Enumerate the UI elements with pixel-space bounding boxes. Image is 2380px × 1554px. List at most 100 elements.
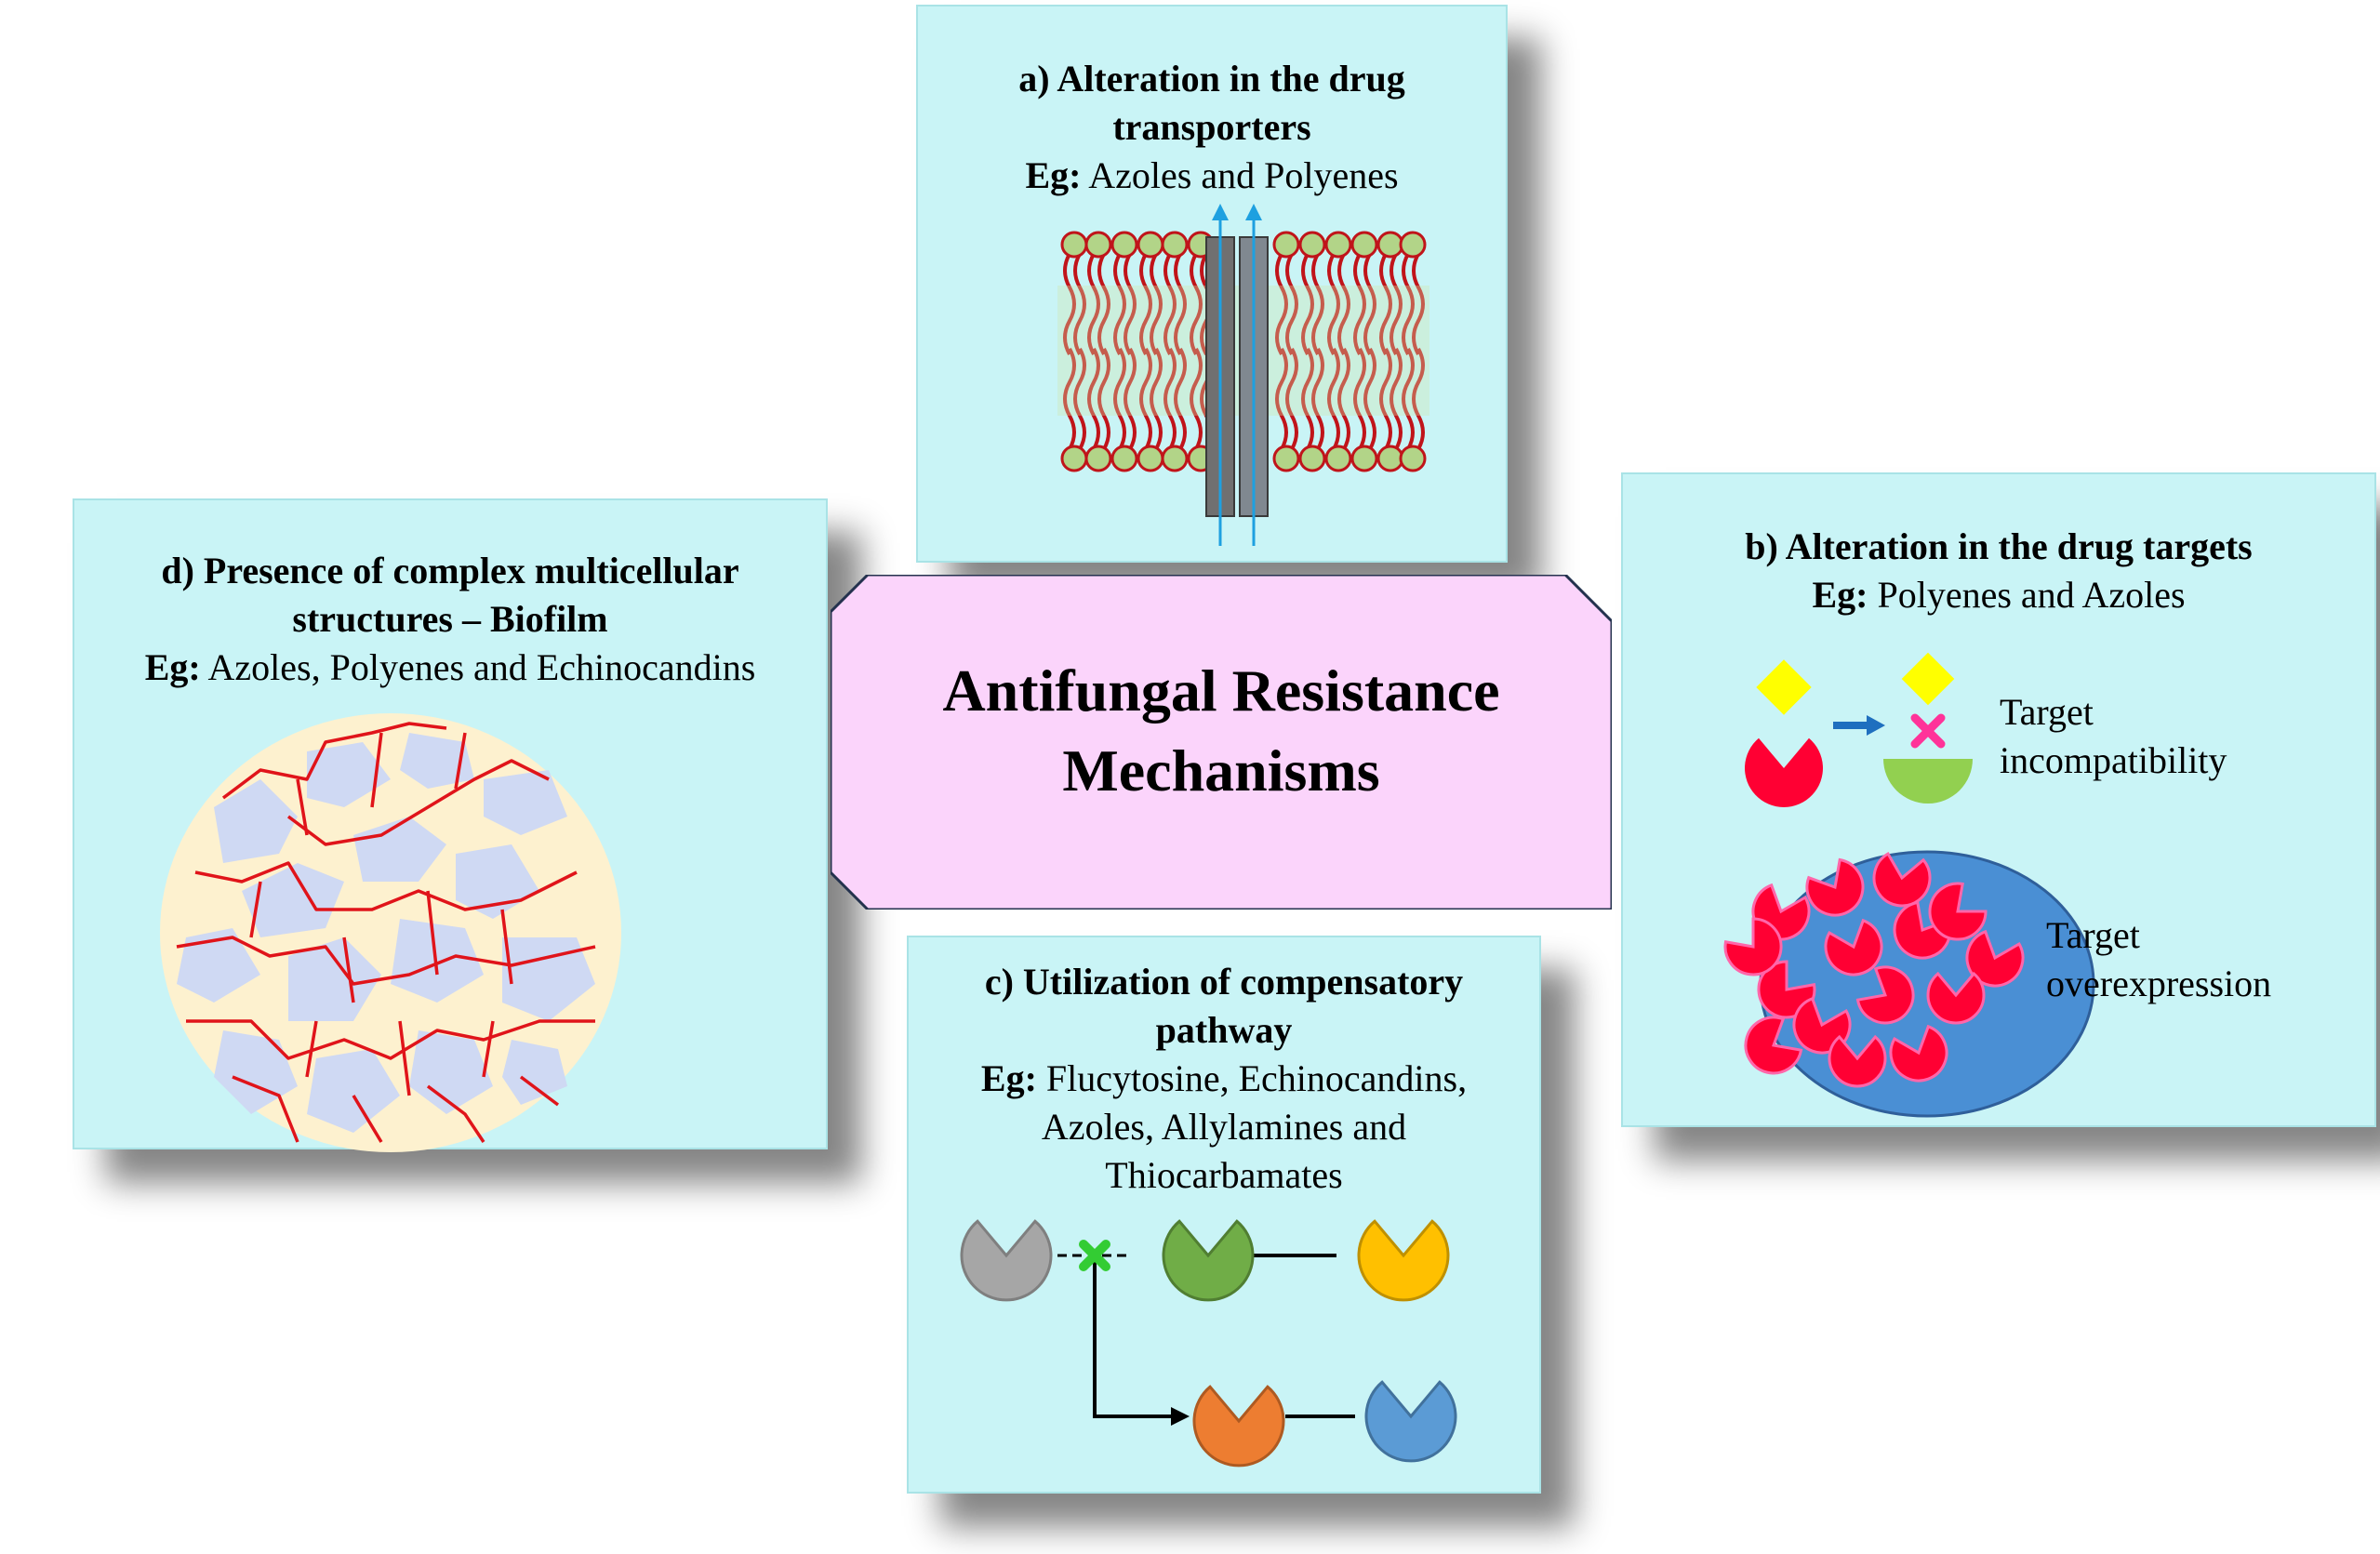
- ligand-diamond: [1756, 659, 1812, 715]
- blocked-cross: [1079, 1240, 1110, 1271]
- lipid-tail: [1337, 253, 1350, 355]
- target-overexpressed: [1965, 929, 2025, 988]
- biofilm-boundary: [186, 1019, 595, 1060]
- biofilm-boundary: [232, 1075, 560, 1143]
- lipid-tail: [1087, 348, 1100, 450]
- compensatory-link: [1093, 1255, 1175, 1418]
- biofilm-boundary: [286, 759, 550, 846]
- target-alteration-illustration: [1723, 652, 2095, 1118]
- lipid-tail: [1163, 253, 1177, 355]
- pathway-step-gray: [960, 1219, 1053, 1302]
- panel-a-eg-text: Azoles and Polyenes: [1081, 154, 1399, 196]
- compensatory-arrow-head: [1171, 1407, 1190, 1426]
- target-overexpressed: [1824, 918, 1883, 976]
- biofilm-boundary: [176, 936, 596, 986]
- panel-d-title-line2: structures – Biofilm: [292, 598, 608, 640]
- lipid-tail: [1063, 253, 1076, 355]
- lipid-tail: [1073, 348, 1086, 450]
- target-overexpressed: [1872, 851, 1932, 908]
- biofilm-cell: [409, 1030, 493, 1114]
- biofilm-cell: [242, 863, 344, 937]
- lipid-tail: [1363, 253, 1376, 355]
- center-title-box: [831, 575, 1612, 910]
- lipid-tail: [1353, 253, 1366, 355]
- target-overexpression-line1: Target: [2046, 914, 2140, 956]
- panel-a-example: Eg: Azoles and Polyenes: [918, 152, 1506, 200]
- lipid-head: [1350, 445, 1378, 472]
- target-overexpressed: [1855, 965, 1915, 1025]
- target-altered-green: [1883, 759, 1973, 804]
- lipid-head: [1137, 445, 1164, 472]
- arrow-head: [1867, 715, 1885, 736]
- ligand-diamond: [1901, 652, 1955, 706]
- biofilm-cell: [307, 1049, 400, 1133]
- lipid-tail: [1190, 348, 1203, 450]
- center-title: Antifungal Resistance Mechanisms: [831, 651, 1612, 811]
- biofilm-cell: [307, 742, 391, 807]
- lipid-tail: [1402, 253, 1415, 355]
- incompatibility-cross: [1910, 713, 1946, 749]
- lipid-tail: [1124, 348, 1137, 450]
- panel-d-text: d) Presence of complex multicellular str…: [74, 547, 826, 692]
- lipid-head: [1060, 445, 1088, 472]
- target-incompatibility-label: Target incompatibility: [2000, 688, 2227, 785]
- target-overexpression-line2: overexpression: [2046, 963, 2272, 1004]
- lipid-tail: [1311, 253, 1324, 355]
- target-incompatibility-line1: Target: [2000, 691, 2094, 733]
- panel-c-eg-prefix: Eg:: [980, 1057, 1037, 1099]
- target-overexpressed: [1828, 1034, 1887, 1088]
- biofilm-boundary: [194, 861, 578, 911]
- lipid-tail: [1139, 348, 1152, 450]
- lipid-head: [1399, 445, 1427, 472]
- lipid-tail: [1389, 348, 1403, 450]
- lipid-head: [1272, 231, 1300, 259]
- center-title-line2: Mechanisms: [1062, 737, 1380, 804]
- compensatory-pathway-illustration: [960, 1219, 1457, 1468]
- lipid-tail: [1402, 348, 1415, 450]
- lipid-tail: [1275, 253, 1288, 355]
- lipid-tail: [1412, 348, 1425, 450]
- lipid-tail: [1087, 253, 1100, 355]
- lipid-tail: [1073, 253, 1086, 355]
- panel-d-title-line1: d) Presence of complex multicellular: [161, 550, 739, 591]
- lipid-tail: [1301, 348, 1314, 450]
- center-box-shape: [831, 575, 1612, 910]
- biofilm-cell: [353, 817, 446, 882]
- lipid-tail: [1285, 253, 1298, 355]
- lipid-tail: [1311, 348, 1324, 450]
- target-overexpressed: [1805, 857, 1865, 917]
- lipid-head: [1084, 231, 1112, 259]
- lipid-head: [1110, 445, 1138, 472]
- biofilm-cell: [502, 937, 595, 1021]
- lipid-head: [1272, 445, 1300, 472]
- panel-c-title-line1: c) Utilization of compensatory: [984, 961, 1464, 1003]
- lipid-tail: [1124, 253, 1137, 355]
- target-overexpressed: [1723, 917, 1783, 976]
- lipid-tail: [1337, 348, 1350, 450]
- panel-b-example: Eg: Polyenes and Azoles: [1623, 571, 2374, 619]
- target-overexpressed: [1889, 1024, 1948, 1082]
- lipid-head: [1324, 445, 1352, 472]
- biofilm-boundary: [221, 722, 447, 800]
- biofilm-cell: [288, 937, 381, 1021]
- target-red: [1745, 737, 1823, 807]
- panel-c-eg-line3: Thiocarbamates: [1105, 1154, 1343, 1196]
- efflux-arrow-head: [1245, 204, 1262, 220]
- target-overexpressed: [1744, 1016, 1803, 1075]
- lipid-tail: [1097, 253, 1110, 355]
- target-overexpressed: [1928, 882, 1988, 941]
- target-overexpression-label: Target overexpression: [2046, 911, 2271, 1008]
- lipid-head: [1376, 445, 1404, 472]
- panel-a-eg-prefix: Eg:: [1025, 154, 1082, 196]
- lipid-head: [1376, 231, 1404, 259]
- panel-d-example: Eg: Azoles, Polyenes and Echinocandins: [74, 644, 826, 692]
- lipid-head: [1060, 231, 1088, 259]
- lipid-head: [1084, 445, 1112, 472]
- lipid-tail: [1190, 253, 1203, 355]
- lipid-tail: [1327, 348, 1340, 450]
- panel-drug-transporters: a) Alteration in the drug transporters E…: [916, 5, 1508, 563]
- target-overexpressed: [1926, 971, 1986, 1025]
- lipid-tail: [1063, 348, 1076, 450]
- panel-d-eg-prefix: Eg:: [144, 646, 201, 688]
- lipid-tail: [1113, 348, 1126, 450]
